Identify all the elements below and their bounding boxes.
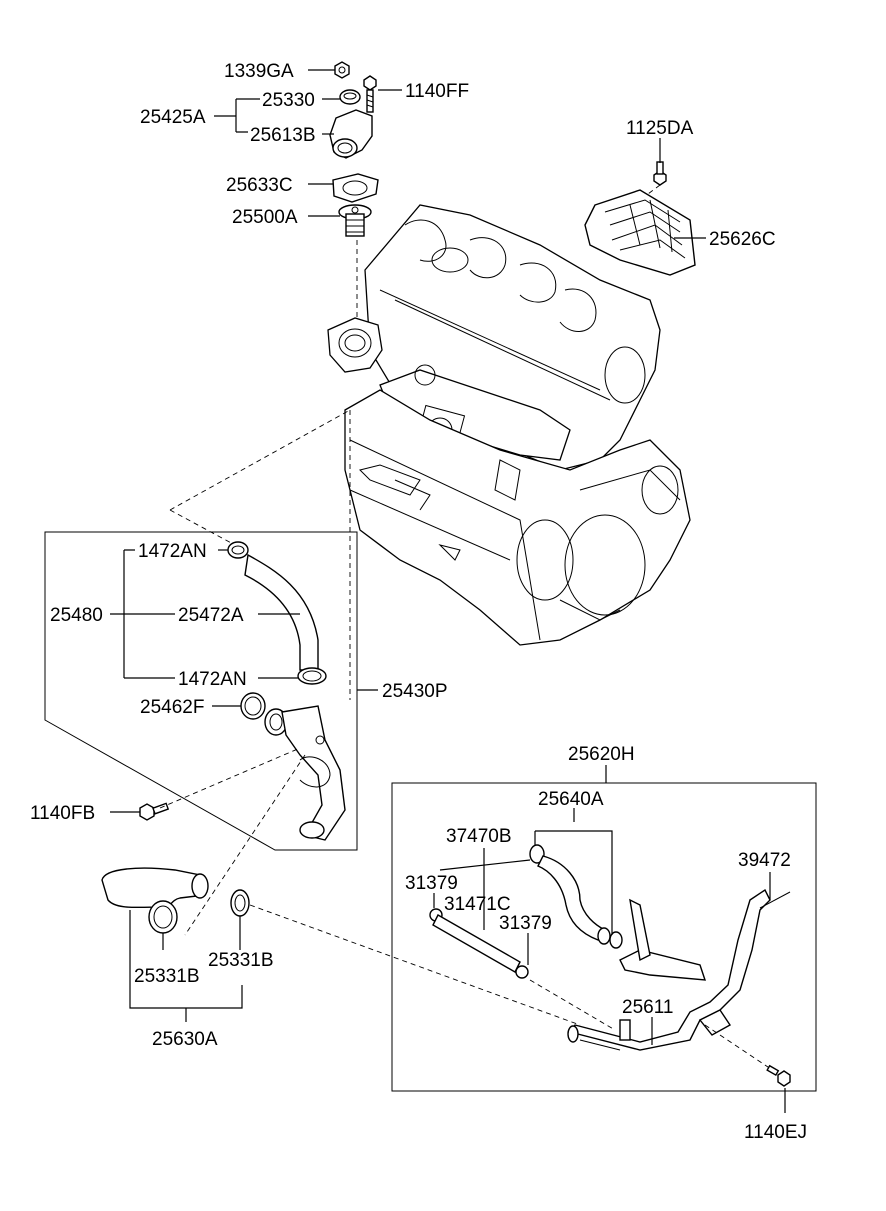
hose-31471C <box>432 914 521 973</box>
label-25630A: 25630A <box>152 1029 218 1050</box>
label-25331B-left: 25331B <box>134 966 200 987</box>
label-25633C: 25633C <box>226 175 293 196</box>
clamp-31379-right <box>515 965 529 979</box>
hose-25630A <box>101 867 206 909</box>
label-31379-right: 31379 <box>499 913 552 934</box>
nut-1339GA <box>334 61 350 79</box>
sensor-39472 <box>759 891 791 909</box>
hose-25640A <box>529 844 623 949</box>
label-1140FB: 1140FB <box>30 803 95 824</box>
label-25331B-right: 25331B <box>208 950 274 971</box>
gasket-25633C <box>332 173 379 203</box>
label-25500A: 25500A <box>232 207 298 228</box>
heat-shield-25626C <box>584 161 696 276</box>
leader-lines <box>110 69 786 1113</box>
label-39472: 39472 <box>738 850 791 871</box>
label-25626C: 25626C <box>709 229 776 250</box>
label-1125DA: 1125DA <box>626 118 694 139</box>
pipe-25611 <box>567 888 771 1051</box>
hose-25472A <box>244 553 319 671</box>
label-25462F: 25462F <box>140 697 204 718</box>
thermostat-25500A <box>338 204 372 237</box>
box-25430P <box>44 409 358 851</box>
label-25430P: 25430P <box>382 681 448 702</box>
label-37470B: 37470B <box>446 826 512 847</box>
label-1472AN-bottom: 1472AN <box>178 669 247 690</box>
label-25640A: 25640A <box>538 789 604 810</box>
thermostat-parts <box>329 61 379 320</box>
label-1472AN-top: 1472AN <box>138 541 207 562</box>
part-labels: 1339GA 25330 1140FF 25425A 25613B 25633C… <box>30 61 807 1143</box>
bolt-1140FF <box>363 75 377 113</box>
label-25620H: 25620H <box>568 744 635 765</box>
label-25330: 25330 <box>262 90 315 111</box>
label-25480: 25480 <box>50 605 103 626</box>
label-25613B: 25613B <box>250 125 316 146</box>
clamp-25331B-right <box>230 889 250 917</box>
hose-assembly-25630A <box>101 754 581 1026</box>
label-1140EJ: 1140EJ <box>744 1122 807 1143</box>
clamp-1472AN-bottom <box>297 667 327 685</box>
label-1140FF: 1140FF <box>405 81 469 102</box>
engine-block <box>327 204 691 646</box>
cap-25330 <box>339 89 361 105</box>
bolt-1140EJ <box>766 1064 791 1087</box>
label-25611: 25611 <box>622 997 673 1018</box>
clamp-1472AN-top <box>227 541 249 559</box>
label-31471C: 31471C <box>444 894 511 915</box>
box-25620H <box>391 782 817 1092</box>
label-1339GA: 1339GA <box>224 61 294 82</box>
label-25425A: 25425A <box>140 107 206 128</box>
label-31379-left: 31379 <box>405 873 458 894</box>
water-outlet-pipe <box>264 705 346 841</box>
label-25472A: 25472A <box>178 605 244 626</box>
